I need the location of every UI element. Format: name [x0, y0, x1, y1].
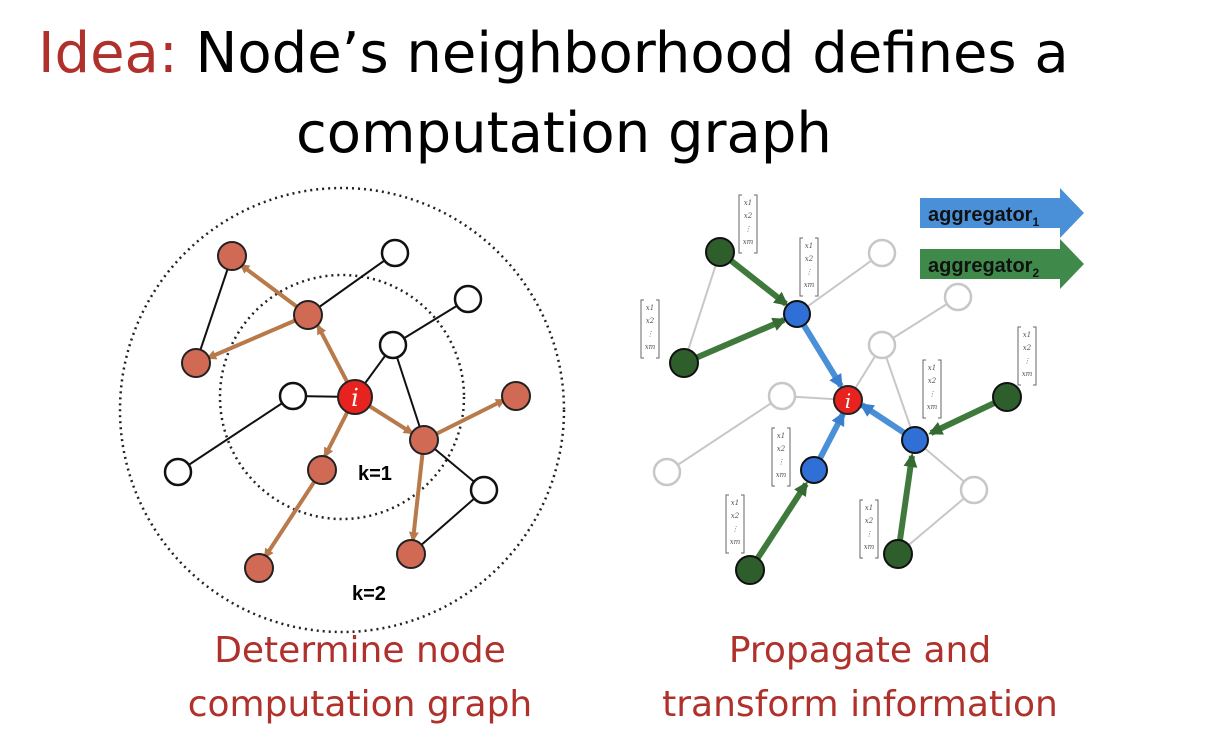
feature-vector-entry: x2 — [865, 517, 874, 525]
feature-vector-entry: x1 — [646, 304, 654, 312]
feature-vector-entry: xm — [645, 343, 656, 351]
feature-vector-entry: xm — [804, 281, 815, 289]
feature-vector: x1 x2 ⋮ xm — [799, 237, 819, 297]
left-caption-line-2: computation graph — [187, 684, 533, 725]
right-caption-line-2: transform information — [662, 684, 1058, 725]
right-blue-nodes — [783, 300, 929, 484]
feature-vector-entry: ⋮ — [806, 268, 813, 276]
ring-k2 — [118, 186, 566, 634]
legend-2-subscript: 2 — [1032, 266, 1039, 280]
legend-2-label: aggregator — [928, 255, 1033, 277]
title-prefix: Idea: — [38, 21, 178, 86]
feature-vector-entry: x1 — [805, 242, 813, 250]
title-line-2: computation graph — [296, 101, 832, 166]
feature-vector-entry: x2 — [744, 212, 753, 220]
ring-k1 — [218, 273, 466, 521]
feature-vector-entry: x1 — [731, 499, 739, 507]
feature-vector: x1 x2 ⋮ xm — [1017, 326, 1037, 386]
slide-title: Idea: Node’s neighborhood defines a comp… — [0, 14, 1206, 174]
feature-vector: x1 x2 ⋮ xm — [725, 494, 745, 554]
title-line-1: Idea: Node’s neighborhood defines a — [0, 14, 1206, 94]
feature-vector: x1 x2 ⋮ xm — [771, 427, 791, 487]
feature-vector-entry: xm — [743, 238, 754, 246]
right-grey-edges — [666, 251, 975, 555]
feature-vector-entry: xm — [776, 471, 787, 479]
left-orange-nodes — [181, 241, 531, 583]
feature-vector-entry: ⋮ — [1024, 357, 1031, 365]
svg-text:aggregator2: aggregator2 — [928, 255, 1039, 280]
left-caption: Determine node computation graph — [100, 624, 620, 732]
feature-vector-entry: ⋮ — [866, 530, 873, 538]
right-caption-line-1: Propagate and — [728, 630, 992, 671]
feature-vector-entry: ⋮ — [745, 225, 752, 233]
feature-vector-entry: x2 — [777, 445, 786, 453]
title-line-1-text: Node’s neighborhood defines a — [177, 21, 1069, 86]
feature-vector-entry: x2 — [646, 317, 655, 325]
legend-1-label: aggregator — [928, 204, 1033, 226]
feature-vector-entry: x1 — [928, 364, 936, 372]
legend-aggregator-2: aggregator2 — [920, 239, 1084, 289]
feature-vector: x1 x2 ⋮ xm — [738, 194, 758, 254]
ring-k2-label: k=2 — [352, 583, 386, 605]
feature-vectors: x1 x2 ⋮ xm x1 x2 ⋮ xm x1 x2 ⋮ xm x1 x2 ⋮ xm x1 x2 ⋮ xm x1 x2 ⋮… — [640, 194, 1037, 559]
left-target-label: i — [351, 384, 359, 412]
feature-vector-entry: x1 — [1023, 331, 1031, 339]
left-graph: i k=1 k=2 — [118, 186, 566, 634]
feature-vector: x1 x2 ⋮ xm — [859, 499, 879, 559]
feature-vector-entry: xm — [730, 538, 741, 546]
feature-vector-entry: xm — [1022, 370, 1033, 378]
left-target-node — [337, 379, 373, 415]
svg-text:aggregator1: aggregator1 — [928, 204, 1039, 229]
legend-aggregator-1: aggregator1 — [920, 188, 1084, 238]
feature-vector-entry: ⋮ — [778, 458, 785, 466]
right-target-node — [833, 385, 863, 415]
feature-vector: x1 x2 ⋮ xm — [922, 359, 942, 419]
feature-vector-entry: x2 — [805, 255, 814, 263]
feature-vector-entry: x2 — [731, 512, 740, 520]
left-white-nodes — [163, 238, 499, 505]
feature-vector-entry: x1 — [744, 199, 752, 207]
feature-vector-entry: ⋮ — [647, 330, 654, 338]
right-graph: aggregator1 aggregator2 — [640, 188, 1084, 585]
left-caption-line-1: Determine node — [214, 630, 506, 671]
ring-k1-label: k=1 — [358, 463, 392, 485]
right-green-nodes — [669, 237, 1022, 585]
feature-vector-entry: xm — [864, 543, 875, 551]
feature-vector-entry: xm — [927, 403, 938, 411]
feature-vector-entry: x2 — [1023, 344, 1032, 352]
feature-vector: x1 x2 ⋮ xm — [640, 299, 660, 359]
legend-1-subscript: 1 — [1032, 215, 1039, 229]
feature-vector-entry: ⋮ — [929, 390, 936, 398]
right-grey-nodes — [652, 238, 989, 505]
feature-vector-entry: x1 — [865, 504, 873, 512]
feature-vector-entry: ⋮ — [732, 525, 739, 533]
left-black-edges — [177, 252, 485, 555]
right-target-label: i — [845, 389, 851, 413]
feature-vector-entry: x1 — [777, 432, 785, 440]
feature-vector-entry: x2 — [928, 377, 937, 385]
right-caption: Propagate and transform information — [600, 624, 1120, 732]
